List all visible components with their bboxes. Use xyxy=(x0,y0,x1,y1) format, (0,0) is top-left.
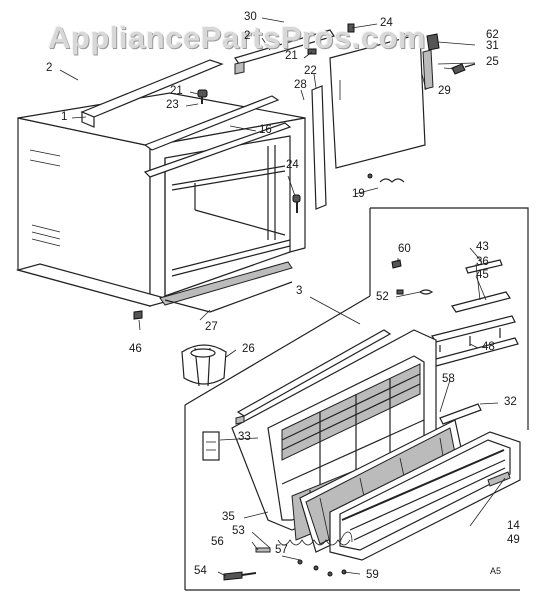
callout-26: 26 xyxy=(242,343,255,355)
hardware-62-31-25 xyxy=(422,33,476,90)
callout-28: 28 xyxy=(294,79,307,91)
callout-36: 36 xyxy=(476,256,489,268)
callout-16: 16 xyxy=(259,124,272,136)
callout-24: 24 xyxy=(380,17,393,29)
callout-45: 45 xyxy=(476,269,489,281)
callout-48: 48 xyxy=(482,341,495,353)
callout-54: 54 xyxy=(194,565,207,577)
callout-46: 46 xyxy=(129,343,142,355)
chain-and-screws xyxy=(223,531,353,581)
screws xyxy=(197,23,355,213)
bracket-30 xyxy=(234,29,335,75)
strip-16 xyxy=(143,122,292,178)
callout-25: 25 xyxy=(486,56,499,68)
callout-57: 57 xyxy=(275,544,288,556)
callout-59: 59 xyxy=(366,569,379,581)
front-panel xyxy=(329,431,521,561)
callout-3: 3 xyxy=(296,285,303,297)
callout-43: 43 xyxy=(476,241,489,253)
callout-21: 21 xyxy=(170,85,183,97)
callout-23: 23 xyxy=(166,99,179,111)
top-rails xyxy=(80,59,292,178)
callout-22: 22 xyxy=(304,65,317,77)
rail-23 xyxy=(143,95,280,151)
clamp-26 xyxy=(181,344,227,387)
callout-31: 31 xyxy=(486,40,499,52)
panel-29 xyxy=(329,33,426,183)
callout-1: 1 xyxy=(61,111,68,123)
callout-24: 24 xyxy=(286,159,299,171)
watermark: AppliancePartsPros.com xyxy=(48,20,426,55)
callout-2: 2 xyxy=(46,62,53,74)
front-assembly-boundary xyxy=(184,207,529,591)
callout-27: 27 xyxy=(205,321,218,333)
callout-32: 32 xyxy=(504,396,517,408)
post-22 xyxy=(311,85,327,210)
callout-62: 62 xyxy=(486,29,499,41)
callout-21: 21 xyxy=(285,50,298,62)
callout-19: 19 xyxy=(352,188,365,200)
callout-35: 35 xyxy=(222,511,235,523)
callout-29: 29 xyxy=(438,85,451,97)
callout-49: 49 xyxy=(507,534,520,546)
callout-30: 30 xyxy=(244,11,257,23)
small-bars xyxy=(431,259,519,367)
hardware-60-52 xyxy=(391,259,434,295)
screw-46 xyxy=(133,310,143,320)
leader-lines xyxy=(59,17,506,577)
callout-56: 56 xyxy=(211,536,224,548)
callout-60: 60 xyxy=(398,243,411,255)
callout-14: 14 xyxy=(507,520,520,532)
callout-53: 53 xyxy=(232,525,245,537)
diagram-code: A5 xyxy=(490,566,502,576)
callout-33: 33 xyxy=(238,431,251,443)
cabinet xyxy=(15,92,306,313)
callout-52: 52 xyxy=(376,291,389,303)
callout-58: 58 xyxy=(442,373,455,385)
callout-2: 2 xyxy=(244,30,251,42)
bar-32 xyxy=(439,403,482,425)
